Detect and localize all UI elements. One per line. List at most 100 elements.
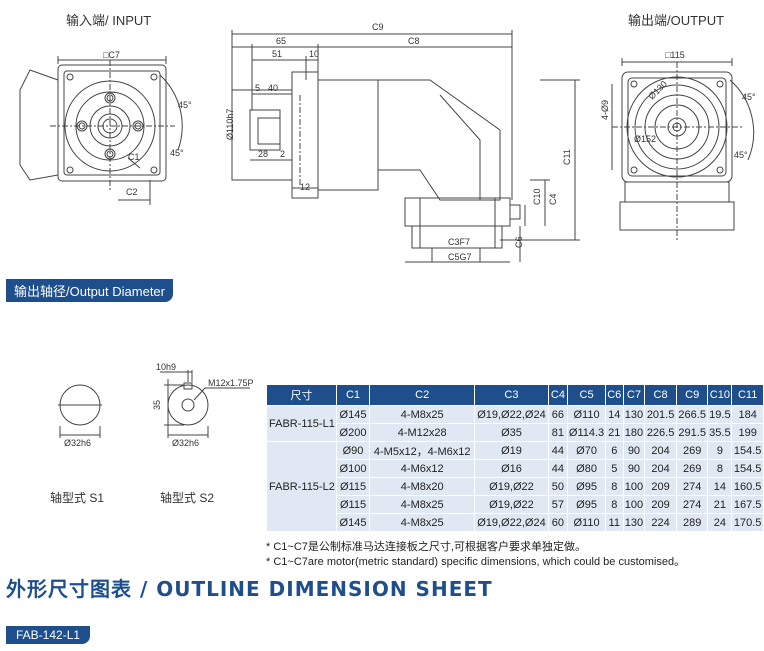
table-cell: 8 bbox=[707, 459, 733, 478]
table-cell: Ø145 bbox=[335, 513, 371, 532]
dim-28: 28 bbox=[258, 149, 268, 159]
table-header-cell: C6 bbox=[604, 384, 624, 406]
s2-thread: M12x1.75P bbox=[208, 378, 254, 388]
table-cell: Ø110 bbox=[567, 513, 606, 532]
table-cell: 224 bbox=[644, 513, 677, 532]
table-cell: 35.5 bbox=[707, 423, 733, 442]
table-cell: Ø16 bbox=[474, 459, 549, 478]
dim-output-angle-bottom: 45° bbox=[734, 150, 748, 160]
table-header-cell: C10 bbox=[707, 384, 733, 406]
table-model-cell: FABR-115-L2 bbox=[266, 441, 337, 532]
table-cell: 226.5 bbox=[644, 423, 677, 442]
table-cell: 21 bbox=[707, 495, 733, 514]
s2-diameter: Ø32h6 bbox=[172, 438, 199, 448]
model-tag: FAB-142-L1 bbox=[6, 626, 91, 644]
dim-c2: C2 bbox=[126, 187, 138, 197]
dim-2: 2 bbox=[280, 149, 285, 159]
dim-51: 51 bbox=[272, 49, 282, 59]
table-model-cell: FABR-115-L1 bbox=[266, 405, 337, 442]
table-header-cell: C4 bbox=[547, 384, 569, 406]
dim-c10: C10 bbox=[532, 188, 542, 205]
table-cell: 5 bbox=[604, 459, 624, 478]
table-cell: Ø200 bbox=[335, 423, 371, 442]
table-cell: 269 bbox=[675, 459, 709, 478]
table-cell: 60 bbox=[547, 513, 569, 532]
s2-key-width: 10h9 bbox=[156, 362, 176, 372]
table-cell: 184 bbox=[731, 405, 764, 424]
sheet-title: 外形尺寸图表 / OUTLINE DIMENSION SHEET bbox=[6, 577, 493, 601]
table-cell: 57 bbox=[547, 495, 569, 514]
dim-c4: C4 bbox=[548, 193, 558, 205]
note-en: * C1~C7are motor(metric standard) specif… bbox=[266, 556, 686, 568]
table-cell: 44 bbox=[547, 459, 569, 478]
dim-c7: □C7 bbox=[103, 50, 120, 60]
table-cell: 9 bbox=[707, 441, 733, 460]
table-cell: 50 bbox=[547, 477, 569, 496]
table-cell: 167.5 bbox=[731, 495, 764, 514]
dim-dia9: 4-Ø9 bbox=[600, 100, 610, 120]
table-cell: 199 bbox=[731, 423, 764, 442]
dim-c1: C1 bbox=[128, 152, 140, 162]
dim-c8: C8 bbox=[408, 36, 420, 46]
table-cell: 4-M8x25 bbox=[369, 405, 476, 424]
table-cell: Ø35 bbox=[474, 423, 549, 442]
table-cell: Ø95 bbox=[567, 477, 606, 496]
table-cell: 90 bbox=[622, 459, 646, 478]
table-cell: 4-M8x25 bbox=[369, 513, 476, 532]
table-cell: 44 bbox=[547, 441, 569, 460]
shaft-s1 bbox=[58, 384, 102, 438]
table-cell: 201.5 bbox=[644, 405, 677, 424]
table-cell: 19.5 bbox=[707, 405, 733, 424]
dim-angle-bottom: 45° bbox=[170, 148, 184, 158]
output-flange-view bbox=[611, 58, 755, 240]
table-cell: 4-M8x25 bbox=[369, 495, 476, 514]
table-header-cell: C7 bbox=[622, 384, 646, 406]
table-cell: 274 bbox=[675, 495, 709, 514]
table-cell: 130 bbox=[622, 513, 646, 532]
table-cell: 24 bbox=[707, 513, 733, 532]
table-cell: Ø115 bbox=[335, 477, 371, 496]
dim-10: 10 bbox=[309, 49, 319, 59]
table-cell: 204 bbox=[644, 459, 677, 478]
table-header-cell: C1 bbox=[335, 384, 371, 406]
table-cell: Ø80 bbox=[567, 459, 606, 478]
dim-dia152: Ø152 bbox=[634, 134, 656, 144]
table-header-cell: C8 bbox=[644, 384, 677, 406]
table-header-cell: C11 bbox=[731, 384, 764, 406]
dim-sq115: □115 bbox=[665, 50, 685, 60]
table-cell: 274 bbox=[675, 477, 709, 496]
dim-angle-top: 45° bbox=[178, 100, 192, 110]
table-header-cell: C2 bbox=[369, 384, 476, 406]
dim-5: 5 bbox=[255, 83, 260, 93]
table-cell: Ø114.3 bbox=[567, 423, 606, 442]
table-cell: 170.5 bbox=[731, 513, 764, 532]
table-cell: 269 bbox=[675, 441, 709, 460]
side-elevation-view bbox=[231, 30, 580, 263]
dim-c6: C6 bbox=[514, 236, 524, 248]
table-cell: 4-M12x28 bbox=[369, 423, 476, 442]
technical-drawing: □C7 C2 C1 45° 45° C9 C8 65 51 10 5 40 28… bbox=[19, 22, 756, 263]
table-cell: 21 bbox=[604, 423, 624, 442]
table-header-cell: C9 bbox=[675, 384, 709, 406]
note-cn: * C1~C7是公制标准马达连接板之尺寸,可根据客户要求单独定做。 bbox=[266, 541, 586, 553]
table-cell: 14 bbox=[707, 477, 733, 496]
table-cell: Ø90 bbox=[335, 441, 371, 460]
table-cell: Ø100 bbox=[335, 459, 371, 478]
table-cell: 81 bbox=[547, 423, 569, 442]
dim-dia110: Ø110h7 bbox=[225, 109, 235, 140]
table-cell: 160.5 bbox=[731, 477, 764, 496]
table-cell: 154.5 bbox=[731, 459, 764, 478]
table-cell: Ø19,Ø22,Ø24 bbox=[474, 405, 549, 424]
s2-depth: 35 bbox=[152, 400, 162, 410]
table-cell: Ø95 bbox=[567, 495, 606, 514]
shaft-drawings: Ø32h6 Ø32h6 10h9 35 M12x1.75P bbox=[58, 362, 254, 448]
table-header-cell: C3 bbox=[474, 384, 549, 406]
table-cell: 291.5 bbox=[675, 423, 709, 442]
table-cell: 90 bbox=[622, 441, 646, 460]
